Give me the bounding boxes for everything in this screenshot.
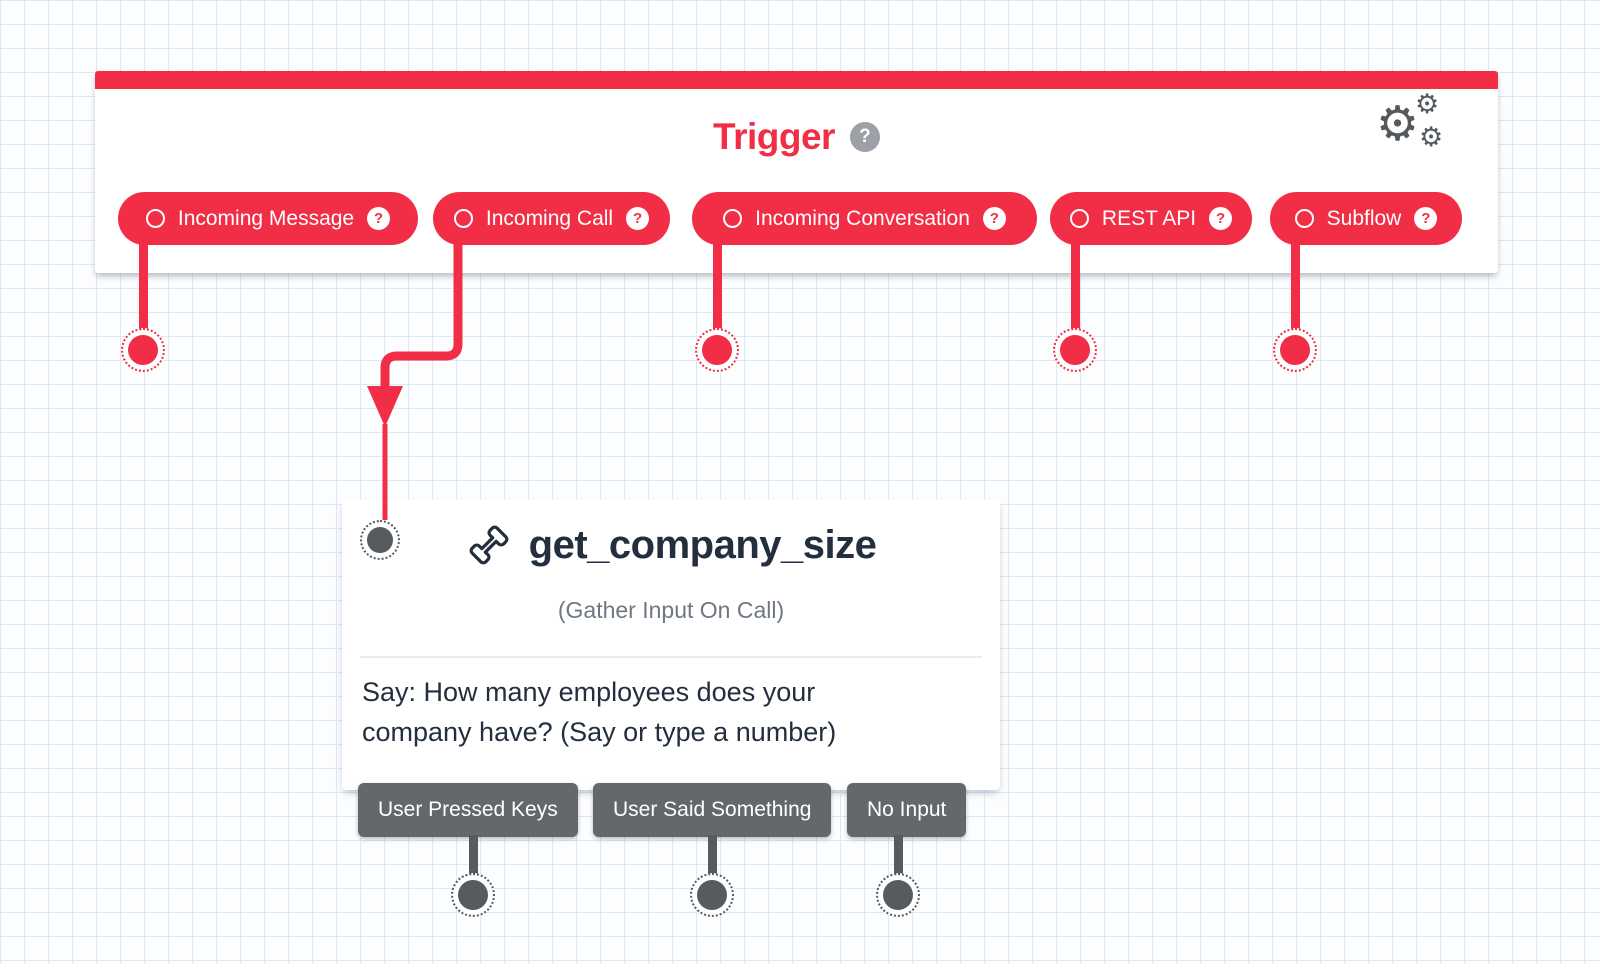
pill-label: Incoming Call — [485, 206, 614, 230]
trigger-pill-incoming-call[interactable]: Incoming Call ? — [433, 192, 670, 245]
connector-incoming-call-to-node[interactable] — [355, 244, 475, 524]
body-line: Say: How many employees does your — [362, 677, 816, 707]
connector-stem — [1290, 244, 1300, 332]
node-body-text: Say: How many employees does your compan… — [362, 672, 986, 752]
port-dot — [1280, 335, 1310, 365]
output-port-incoming-conversation[interactable] — [695, 328, 739, 372]
pill-label: Incoming Conversation — [755, 206, 970, 230]
output-port-user-pressed-keys[interactable] — [451, 873, 495, 917]
port-dot — [702, 335, 732, 365]
connector-stem — [893, 835, 903, 877]
pill-label: Subflow — [1326, 206, 1402, 230]
transition-button-user-said-something[interactable]: User Said Something — [593, 783, 832, 837]
pill-label: REST API — [1101, 206, 1197, 230]
output-port-rest-api[interactable] — [1053, 328, 1097, 372]
gear-icon: ⚙ — [1415, 89, 1440, 119]
gear-icon: ⚙ — [1376, 98, 1420, 151]
help-icon[interactable]: ? — [367, 207, 391, 230]
output-port-subflow[interactable] — [1273, 328, 1317, 372]
connector-circle-icon — [145, 209, 165, 228]
help-icon[interactable]: ? — [982, 207, 1006, 230]
trigger-help-icon[interactable]: ? — [849, 122, 880, 152]
connector-circle-icon — [1069, 209, 1089, 228]
connector-stem — [1070, 244, 1080, 332]
trigger-header: Trigger ? — [95, 89, 1498, 185]
trigger-header-bar — [95, 71, 1498, 89]
output-port-no-input[interactable] — [876, 873, 920, 917]
connector-stem — [707, 835, 717, 877]
transition-button-no-input[interactable]: No Input — [847, 783, 967, 837]
connector-stem — [468, 835, 478, 877]
connector-stem — [138, 244, 148, 332]
output-port-user-said-something[interactable] — [690, 873, 734, 917]
help-icon[interactable]: ? — [1209, 207, 1233, 230]
help-icon[interactable]: ? — [626, 207, 650, 230]
port-dot — [883, 880, 913, 910]
body-line: company have? (Say or type a number) — [362, 717, 837, 747]
trigger-title: Trigger — [713, 116, 835, 157]
connector-circle-icon — [453, 209, 473, 228]
connector-circle-icon — [1294, 209, 1314, 228]
port-dot — [1060, 335, 1090, 365]
node-widget-get-company-size[interactable]: get_company_size (Gather Input On Call) … — [342, 500, 1000, 790]
transition-button-user-pressed-keys[interactable]: User Pressed Keys — [358, 783, 578, 837]
arrowhead-icon — [367, 386, 403, 427]
output-port-incoming-message[interactable] — [121, 328, 165, 372]
settings-gears-icon[interactable]: ⚙ ⚙ ⚙ — [1376, 91, 1448, 157]
phone-icon — [469, 525, 509, 565]
help-icon[interactable]: ? — [1414, 207, 1438, 230]
port-dot — [367, 527, 393, 553]
node-title: get_company_size — [528, 522, 877, 567]
connector-circle-icon — [723, 209, 743, 228]
input-port-get-company-size[interactable] — [360, 520, 400, 560]
port-dot — [697, 880, 727, 910]
connector-stem — [712, 244, 722, 332]
divider — [360, 656, 982, 658]
port-dot — [128, 335, 158, 365]
trigger-pill-rest-api[interactable]: REST API ? — [1050, 192, 1252, 245]
pill-label: Incoming Message — [177, 206, 355, 230]
trigger-pill-incoming-message[interactable]: Incoming Message ? — [118, 192, 418, 245]
node-header: get_company_size — [342, 514, 1000, 576]
gear-icon: ⚙ — [1419, 122, 1444, 152]
trigger-pill-incoming-conversation[interactable]: Incoming Conversation ? — [692, 192, 1037, 245]
trigger-pill-subflow[interactable]: Subflow ? — [1270, 192, 1462, 245]
node-subtitle: (Gather Input On Call) — [557, 597, 785, 623]
port-dot — [458, 880, 488, 910]
